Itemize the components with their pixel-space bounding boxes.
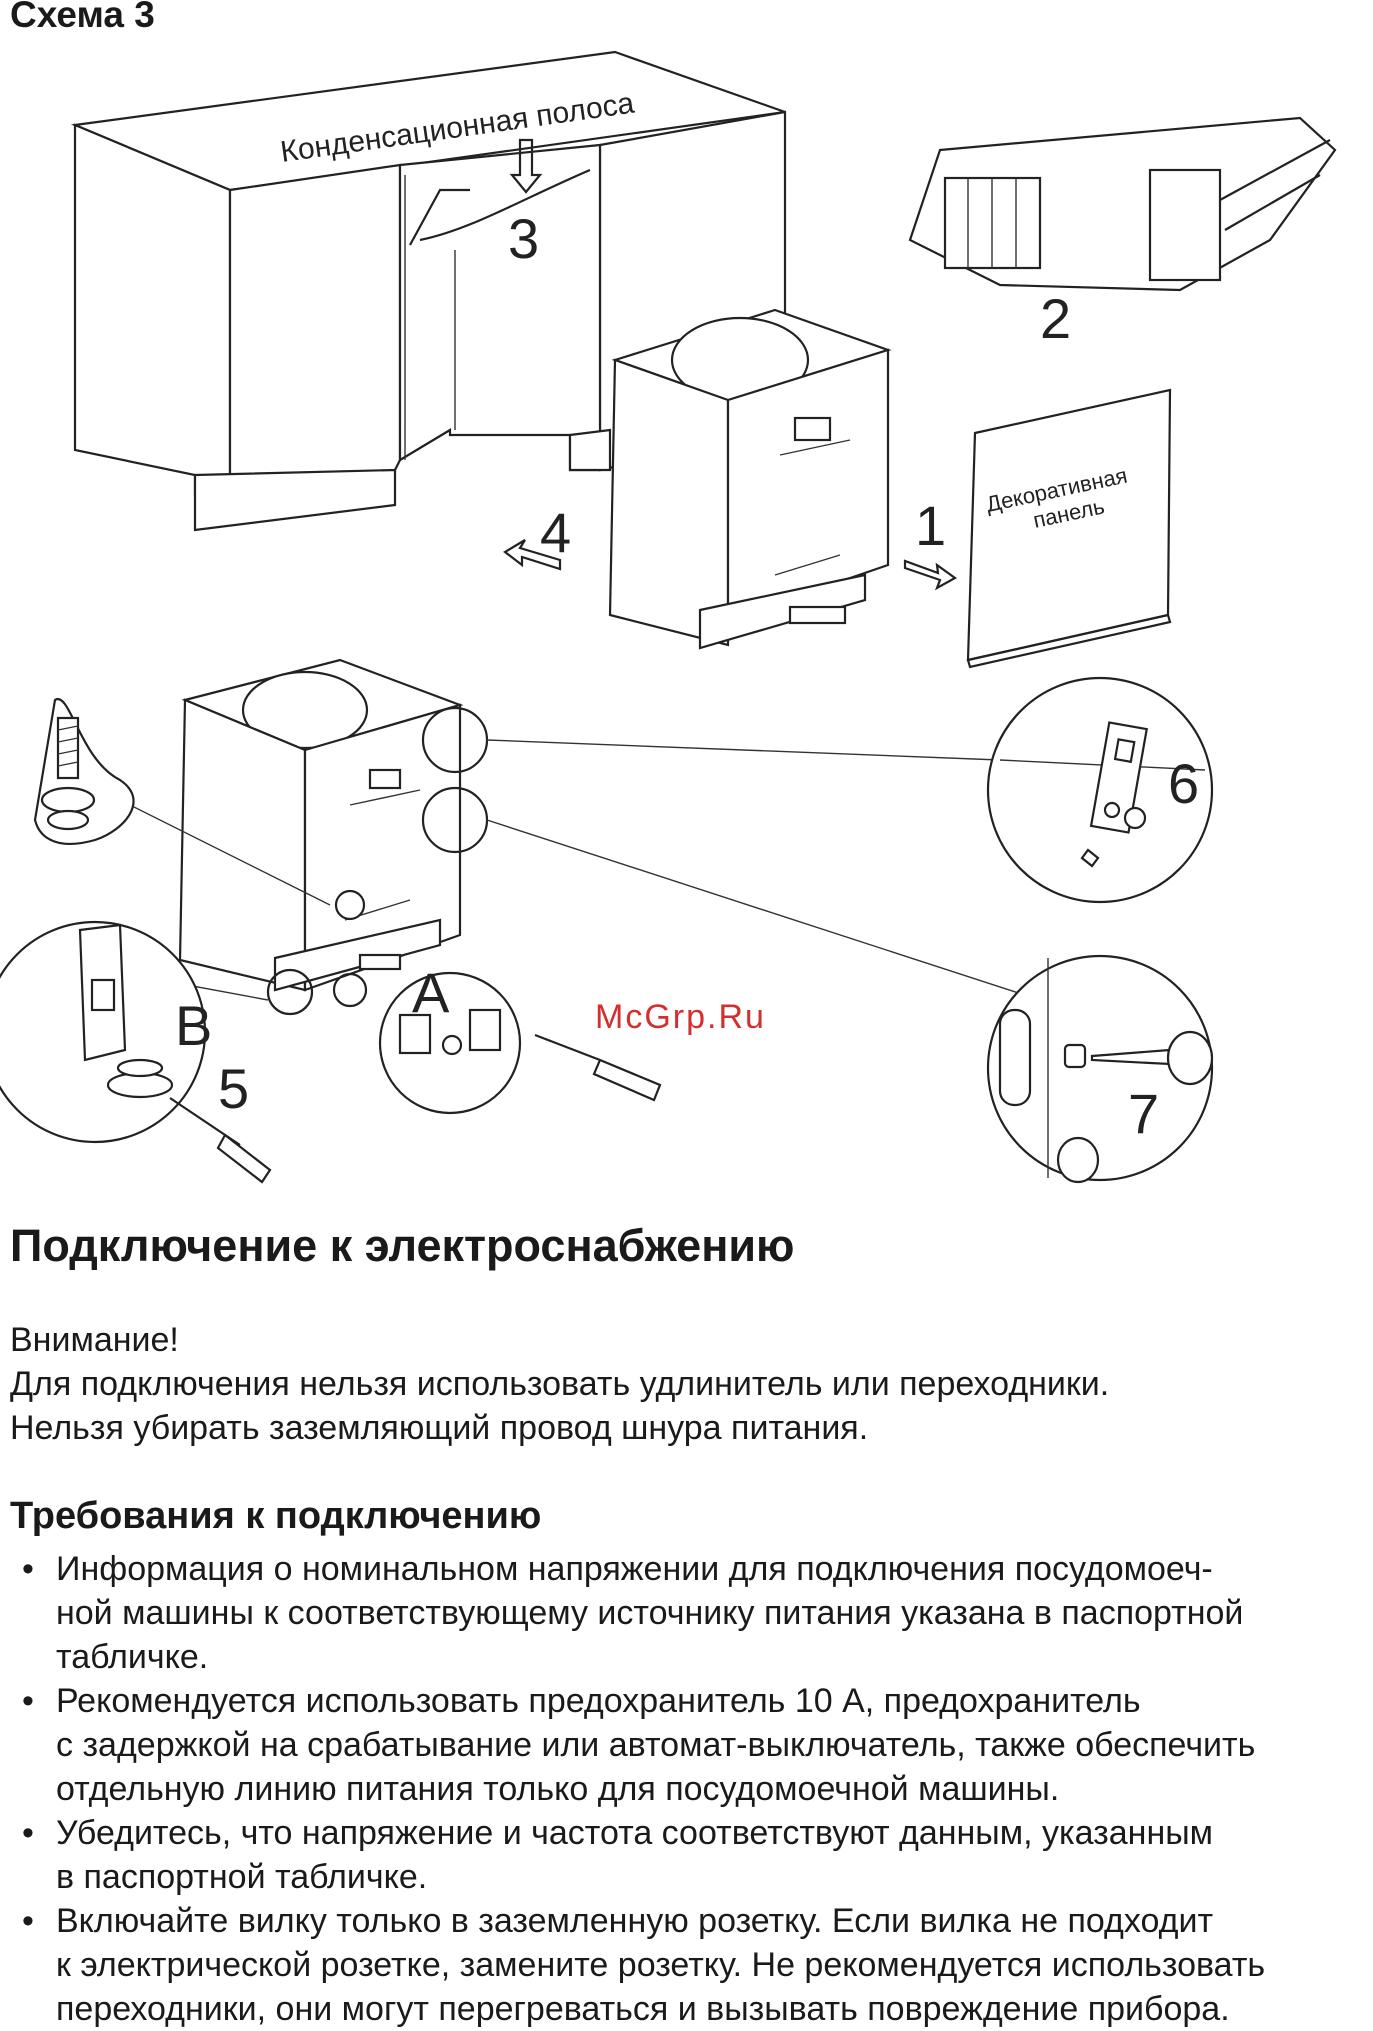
dishwasher-lower [119,658,1041,1016]
list-item: Включайте вилку только в заземленную роз… [10,1899,1365,2031]
step-4: 4 [540,501,571,564]
detail-a: A [378,961,662,1115]
step-1: 1 [915,494,946,557]
point-a: A [412,961,450,1024]
step-5: 5 [218,1057,249,1120]
detail-5: B 5 [0,920,272,1184]
decorative-panel: Декоративная панель [966,388,1172,669]
requirements-title: Требования к подключению [10,1495,542,1537]
detail-6: 6 [986,676,1214,904]
list-item: Информация о номинальном напряжении для … [10,1547,1365,1679]
arrow-right-icon [903,559,958,591]
scheme-title: Схема 3 [10,0,155,35]
arrow-down-icon [509,138,543,194]
warning-title: Внимание! [10,1321,179,1359]
list-item: Рекомендуется использовать предохранител… [10,1679,1365,1811]
step-3: 3 [508,207,539,270]
top-detail: 2 [908,116,1337,350]
step-7: 7 [1128,1082,1159,1145]
step-6: 6 [1168,752,1199,815]
warning-line-1: Для подключения нельзя использовать удли… [10,1365,1110,1403]
screwdriver-icon [216,1133,272,1184]
point-b: B [175,994,212,1057]
list-item: Убедитесь, что напряжение и частота соот… [10,1811,1365,1899]
power-section-title: Подключение к электроснабжению [10,1220,795,1271]
step-2: 2 [1040,287,1071,350]
screwdriver-icon [592,1058,662,1102]
warning-block: Внимание! Для подключения нельзя использ… [10,1318,1109,1450]
arrow-left-icon [503,539,562,571]
watermark: McGrp.Ru [595,998,766,1036]
dishwasher-upper: 4 1 [503,308,958,650]
detail-7: 7 [986,954,1214,1184]
strip-shape [419,168,591,242]
installation-diagram: Конденсационная полоса 3 2 4 1 [0,50,1337,1184]
leg-detail [33,697,135,845]
requirements-list: Информация о номинальном напряжении для … [10,1547,1365,2031]
warning-line-2: Нельзя убирать заземляющий провод шнура … [10,1409,869,1447]
